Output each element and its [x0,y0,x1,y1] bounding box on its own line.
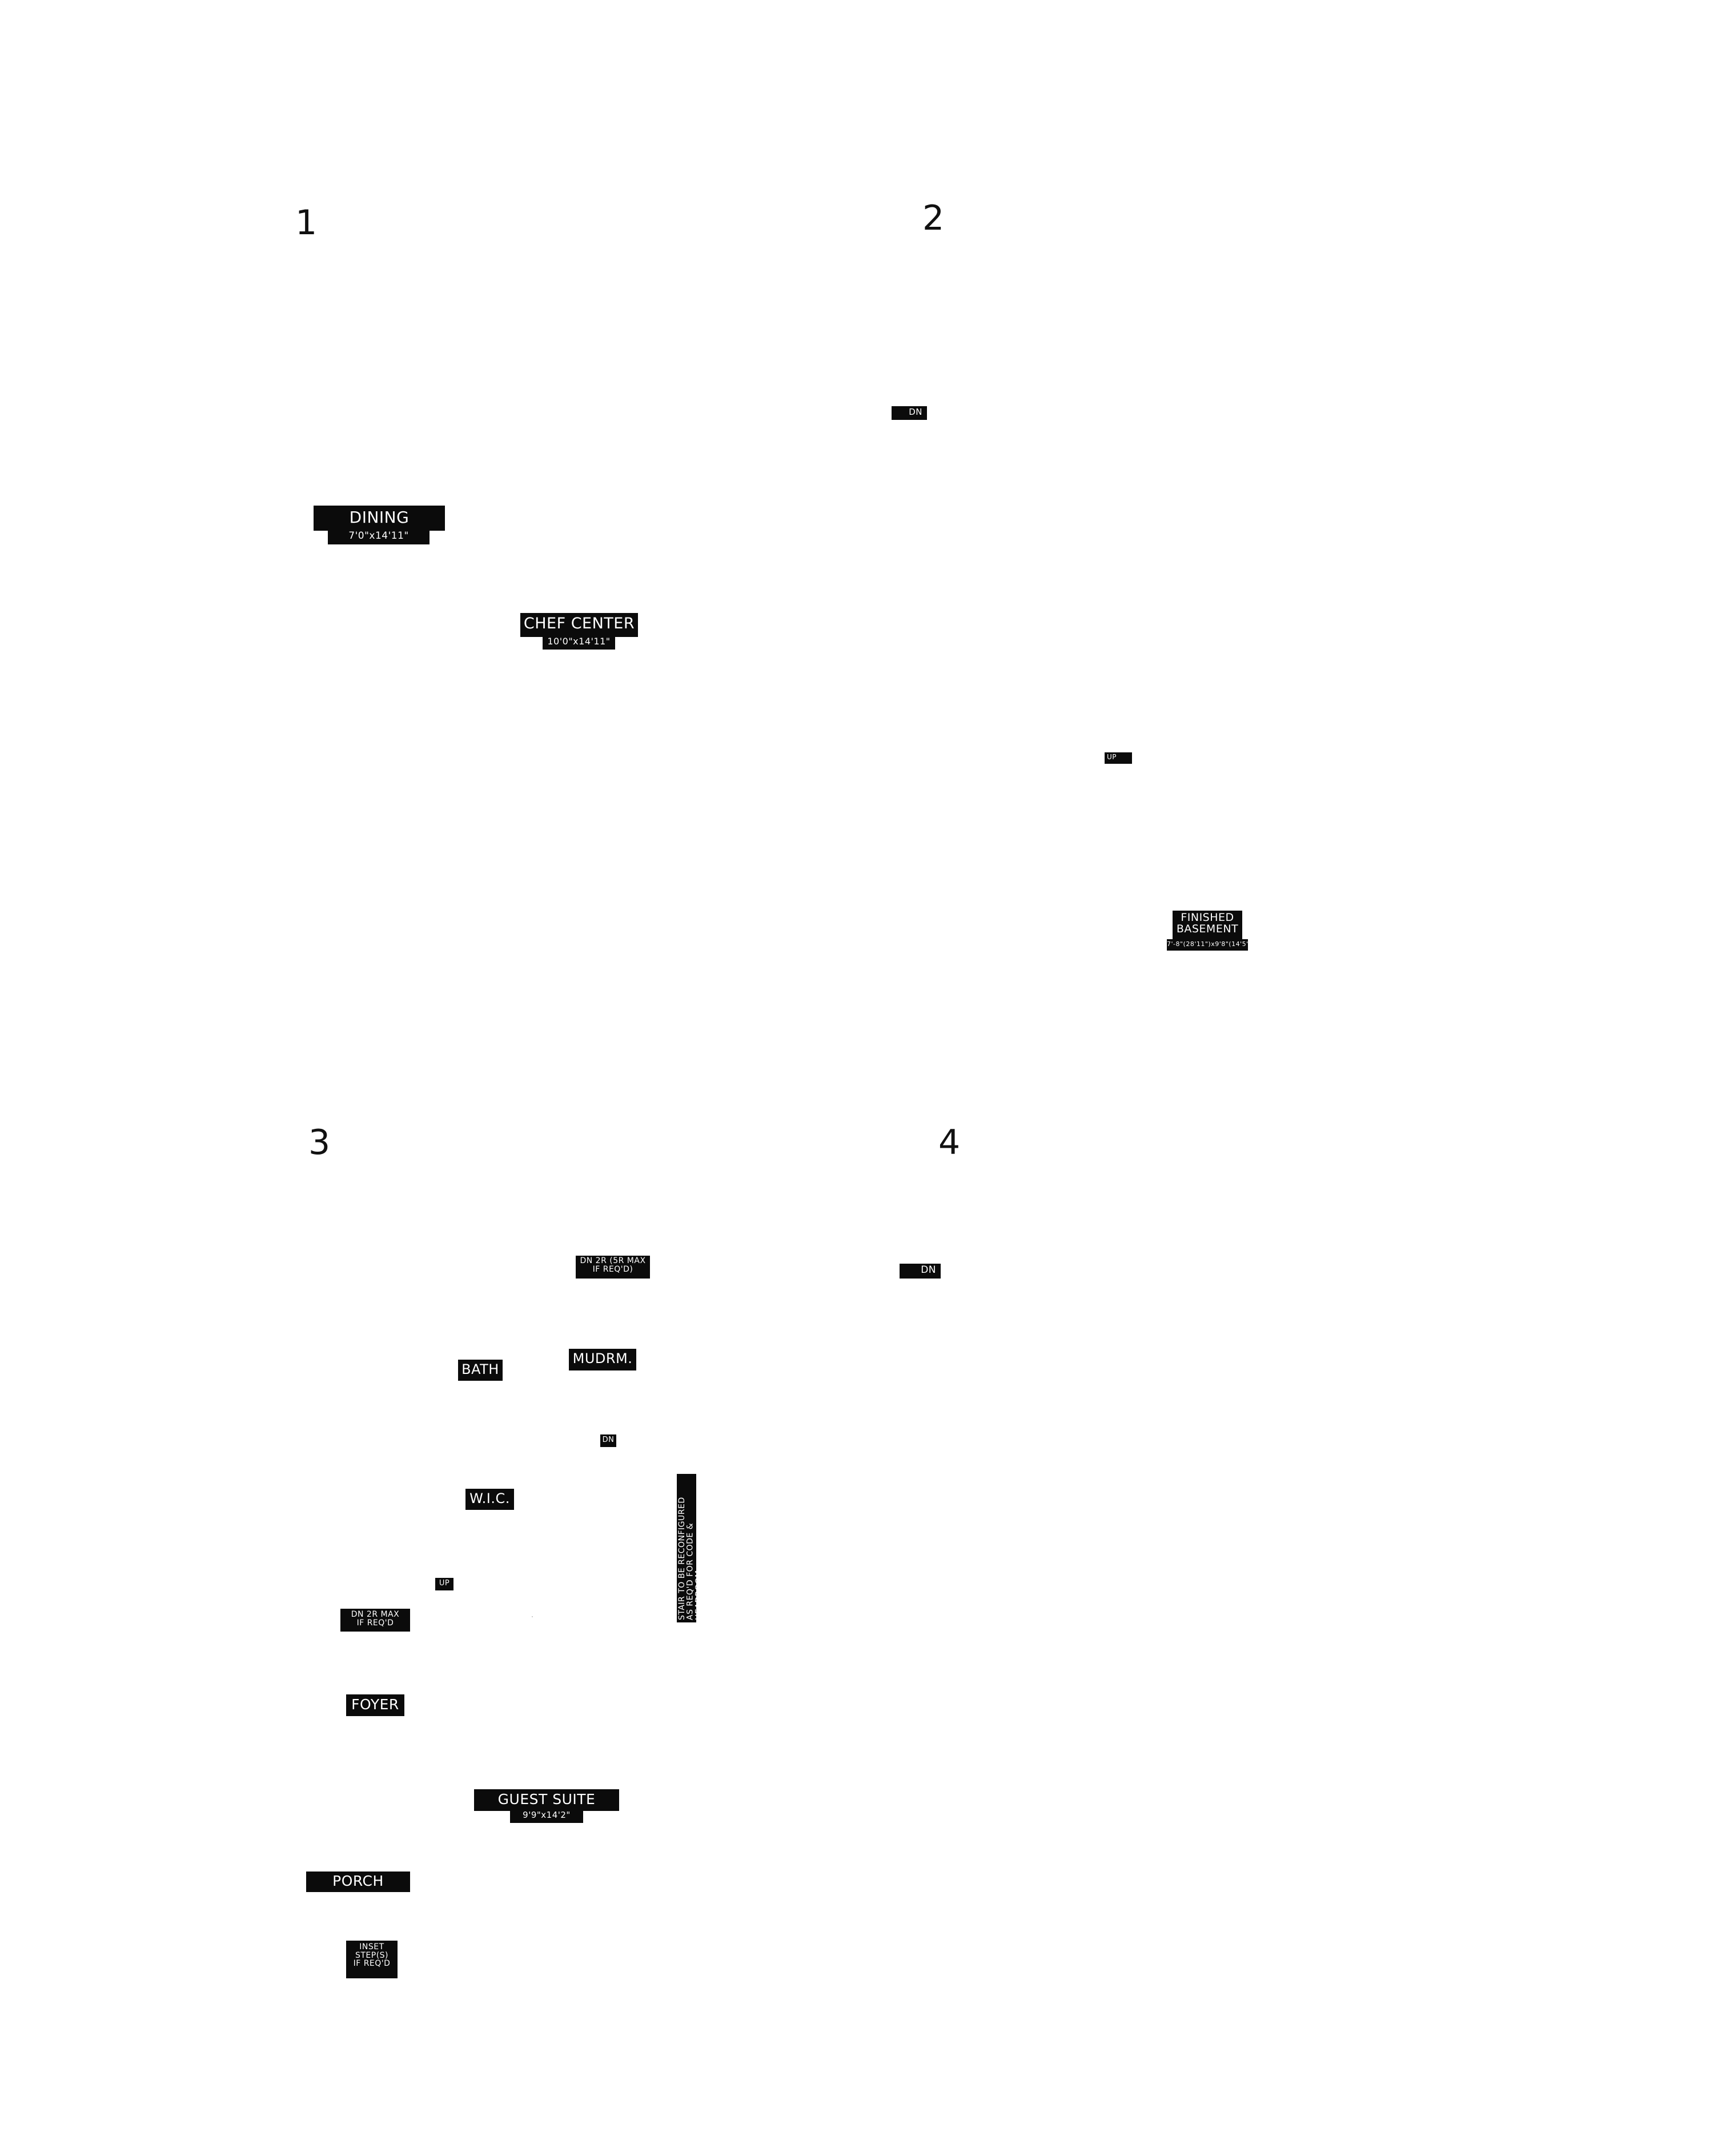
room-size-guest-suite: 9'9"x14'2" [510,1809,583,1823]
panel-number-1: 1 [295,203,318,243]
room-size-dining: 7'0"x14'11" [328,530,430,544]
plan-mark [532,1616,533,1617]
stair-label-up-foyer: UP [435,1578,453,1590]
room-label-finished-basement: FINISHED BASEMENT [1173,911,1242,939]
room-size-finished-basement: 7'-8"(28'11")x9'8"(14'5") [1167,939,1252,951]
room-label-foyer: FOYER [346,1694,404,1716]
panel-number-4: 4 [938,1123,961,1163]
room-label-guest-suite: GUEST SUITE [474,1789,619,1811]
room-label-mudroom: MUDRM. [569,1349,636,1370]
room-label-porch: PORCH [306,1872,410,1892]
panel-number-2: 2 [922,198,945,238]
room-size-chef-center: 10'0"x14'11" [543,636,615,650]
stair-note-inset-steps: INSET STEP(S) IF REQ'D [346,1941,398,1978]
room-label-bath: BATH [458,1360,503,1381]
room-label-wic: W.I.C. [465,1489,514,1510]
stair-label-dn: DN [892,406,927,420]
stair-label-dn-mudroom: DN [600,1434,616,1447]
stair-label-up: UP [1105,752,1132,764]
stair-note-dn-2r-max: DN 2R MAX IF REQ'D [340,1609,410,1632]
room-label-chef-center: CHEF CENTER [520,613,638,637]
stair-note-dn-2r-5r-max: DN 2R (5R MAX IF REQ'D) [576,1256,650,1279]
panel-number-3: 3 [308,1123,331,1163]
stair-label-dn-upper: DN [900,1264,941,1279]
room-label-dining: DINING [314,506,445,531]
stair-reconfigure-note: STAIR TO BE RECONFIGURED AS REQ'D FOR CO… [677,1474,703,1622]
